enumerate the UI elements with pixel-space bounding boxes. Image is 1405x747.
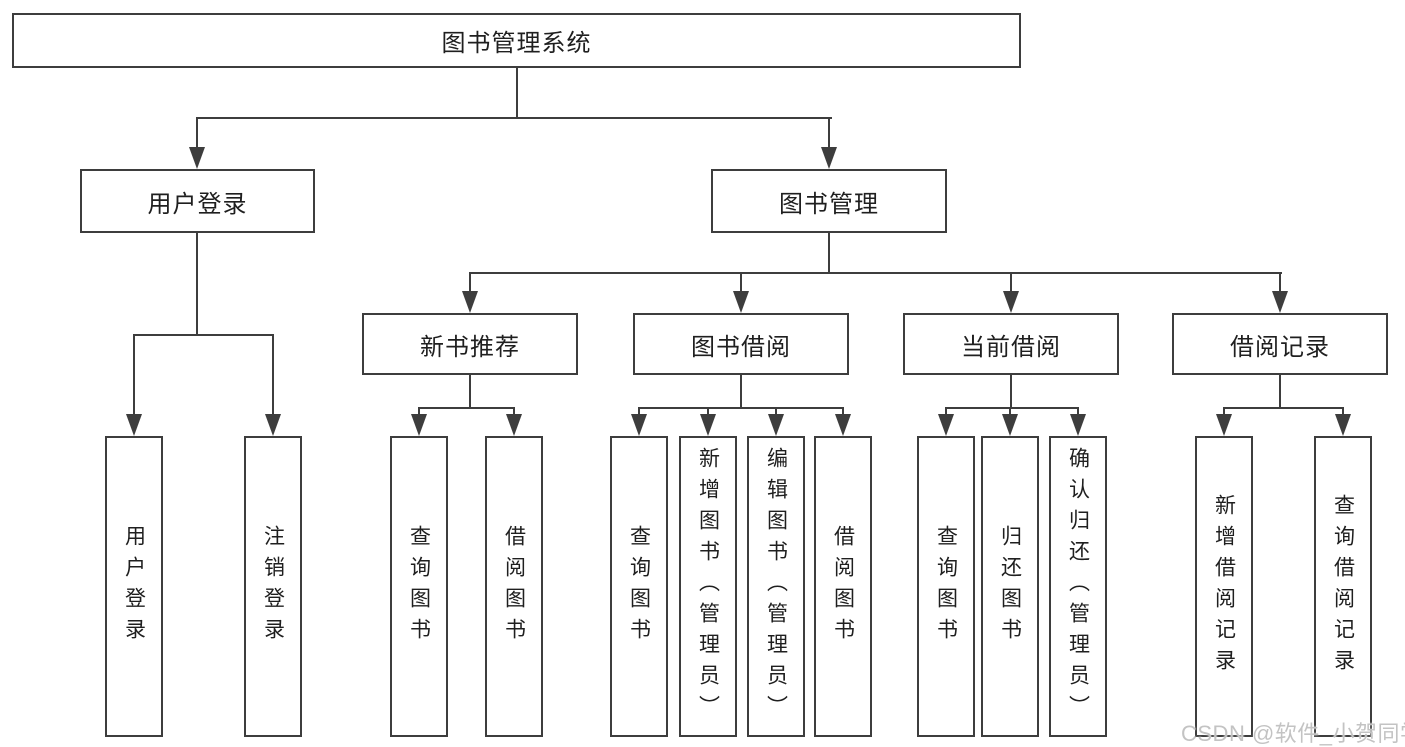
arrow-down-icon	[733, 291, 749, 313]
connector-drop-leaf-logout	[272, 334, 274, 415]
csdn-watermark: CSDN @软件_小贺同学	[1181, 721, 1405, 746]
node-user-login: 用户登录	[80, 169, 315, 233]
connector-drop-new-book	[469, 272, 471, 292]
connector-drop-leaf	[1342, 407, 1344, 416]
leaf-current-query-book: 查询图书	[917, 436, 975, 737]
leaf-return-book-label: 归还图书	[998, 524, 1022, 649]
connector-drop-book-borrowing	[740, 272, 742, 292]
leaf-edit-book-admin-label: 编辑图书（管理员）	[764, 447, 788, 726]
node-new-book-recommendation-label: 新书推荐	[420, 333, 520, 361]
arrow-down-icon	[821, 147, 837, 169]
connector-book-borrowing-stem	[740, 373, 742, 409]
node-root: 图书管理系统	[12, 13, 1021, 68]
connector-drop-leaf	[707, 407, 709, 416]
connector-new-book-stem	[469, 373, 471, 409]
leaf-logout: 注销登录	[244, 436, 302, 737]
connector-root-stem	[516, 66, 518, 119]
leaf-confirm-return-admin: 确认归还（管理员）	[1049, 436, 1107, 737]
leaf-edit-book-admin: 编辑图书（管理员）	[747, 436, 805, 737]
connector-drop-book-management	[828, 117, 830, 148]
node-book-borrowing-label: 图书借阅	[691, 333, 791, 361]
leaf-add-book-admin-label: 新增图书（管理员）	[696, 447, 720, 726]
connector-drop-current-borrowing	[1010, 272, 1012, 292]
connector-drop-leaf	[945, 407, 947, 416]
connector-user-login-bus	[133, 334, 274, 336]
node-book-borrowing: 图书借阅	[633, 313, 849, 375]
leaf-query-borrow-record: 查询借阅记录	[1314, 436, 1372, 737]
arrow-down-icon	[1070, 414, 1086, 436]
connector-drop-leaf	[638, 407, 640, 416]
connector-borrowing-record-stem	[1279, 373, 1281, 409]
connector-user-login-stem	[196, 231, 198, 336]
connector-current-borrowing-bus	[945, 407, 1079, 409]
arrow-down-icon	[1003, 291, 1019, 313]
node-user-login-label: 用户登录	[147, 190, 248, 218]
connector-drop-leaf	[775, 407, 777, 416]
leaf-current-query-book-label: 查询图书	[934, 524, 958, 649]
node-book-management: 图书管理	[711, 169, 947, 233]
connector-book-borrowing-bus	[638, 407, 844, 409]
connector-drop-leaf-user-login	[133, 334, 135, 415]
node-book-management-label: 图书管理	[779, 190, 879, 218]
connector-new-book-bus	[418, 407, 515, 409]
node-borrowing-record-label: 借阅记录	[1230, 333, 1330, 361]
leaf-return-book: 归还图书	[981, 436, 1039, 737]
node-current-borrowing: 当前借阅	[903, 313, 1119, 375]
connector-drop-leaf	[1077, 407, 1079, 416]
arrow-down-icon	[189, 147, 205, 169]
arrow-down-icon	[1272, 291, 1288, 313]
node-root-label: 图书管理系统	[441, 30, 592, 57]
connector-level3-bus	[469, 272, 1282, 274]
connector-drop-borrowing-record	[1279, 272, 1281, 292]
connector-drop-leaf	[418, 407, 420, 416]
connector-drop-user-login	[196, 117, 198, 148]
arrow-down-icon	[506, 414, 522, 436]
leaf-add-borrow-record: 新增借阅记录	[1195, 436, 1253, 737]
leaf-confirm-return-admin-label: 确认归还（管理员）	[1066, 447, 1090, 726]
arrow-down-icon	[1002, 414, 1018, 436]
leaf-recommend-borrow-book-label: 借阅图书	[502, 524, 526, 649]
connector-borrowing-record-bus	[1223, 407, 1344, 409]
connector-drop-leaf	[513, 407, 515, 416]
connector-level2-bus	[196, 117, 832, 119]
arrow-down-icon	[265, 414, 281, 436]
leaf-add-borrow-record-label: 新增借阅记录	[1212, 493, 1236, 680]
leaf-user-login: 用户登录	[105, 436, 163, 737]
arrow-down-icon	[411, 414, 427, 436]
arrow-down-icon	[1335, 414, 1351, 436]
arrow-down-icon	[126, 414, 142, 436]
arrow-down-icon	[631, 414, 647, 436]
arrow-down-icon	[462, 291, 478, 313]
arrow-down-icon	[1216, 414, 1232, 436]
connector-book-management-stem	[828, 231, 830, 274]
arrow-down-icon	[700, 414, 716, 436]
connector-current-borrowing-stem	[1010, 373, 1012, 409]
leaf-add-book-admin: 新增图书（管理员）	[679, 436, 737, 737]
connector-drop-leaf	[1009, 407, 1011, 416]
node-current-borrowing-label: 当前借阅	[961, 333, 1061, 361]
leaf-recommend-query-book-label: 查询图书	[407, 524, 431, 649]
leaf-borrowing-query-book-label: 查询图书	[627, 524, 651, 649]
leaf-borrowing-borrow-book: 借阅图书	[814, 436, 872, 737]
connector-drop-leaf	[842, 407, 844, 416]
arrow-down-icon	[768, 414, 784, 436]
connector-drop-leaf	[1223, 407, 1225, 416]
leaf-borrowing-query-book: 查询图书	[610, 436, 668, 737]
leaf-borrowing-borrow-book-label: 借阅图书	[831, 524, 855, 649]
leaf-query-borrow-record-label: 查询借阅记录	[1331, 493, 1355, 680]
leaf-recommend-borrow-book: 借阅图书	[485, 436, 543, 737]
arrow-down-icon	[835, 414, 851, 436]
leaf-user-login-label: 用户登录	[122, 524, 146, 649]
leaf-logout-label: 注销登录	[261, 524, 285, 649]
node-new-book-recommendation: 新书推荐	[362, 313, 578, 375]
leaf-recommend-query-book: 查询图书	[390, 436, 448, 737]
node-borrowing-record: 借阅记录	[1172, 313, 1388, 375]
arrow-down-icon	[938, 414, 954, 436]
